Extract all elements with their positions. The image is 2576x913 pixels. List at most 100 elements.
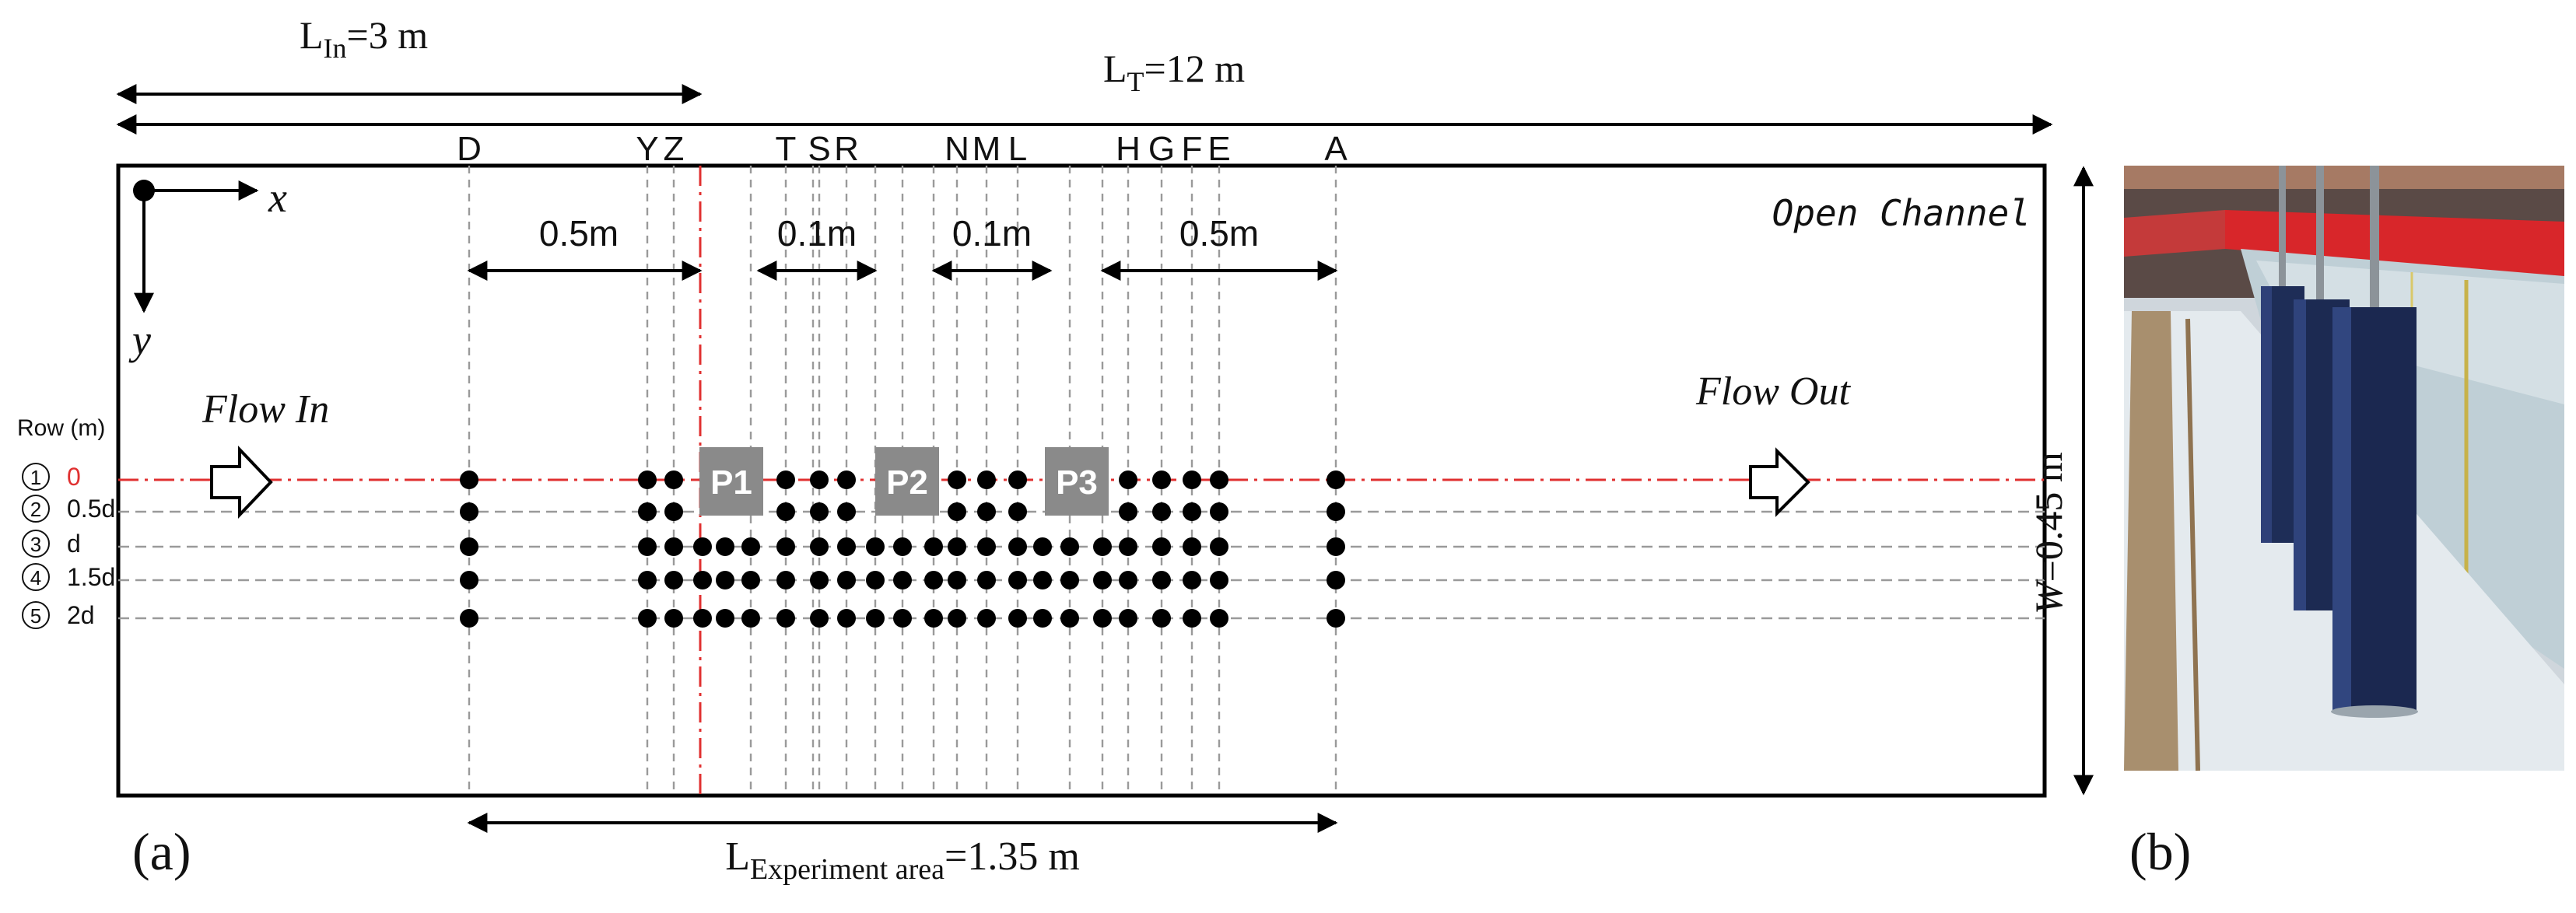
measurement-point [1210, 537, 1228, 556]
measurement-point [1152, 502, 1171, 521]
measurement-point [776, 537, 795, 556]
measurement-point [716, 609, 734, 628]
measurement-point [810, 571, 829, 589]
measurement-point [893, 571, 912, 589]
measurement-point [741, 537, 760, 556]
measurement-point [716, 571, 734, 589]
measurement-point [460, 502, 478, 521]
dim-exp-sub: Experiment area [750, 853, 945, 886]
measurement-point [1327, 609, 1345, 628]
measurement-point [810, 537, 829, 556]
measurement-point [1210, 502, 1228, 521]
channel-label: Open Channel [1772, 192, 2031, 234]
coordinate-axes: x y [128, 174, 287, 363]
measurement-point [1060, 609, 1079, 628]
measurement-point [948, 537, 966, 556]
measurement-point [1119, 571, 1137, 589]
svg-text:LT=12 m: LT=12 m [1103, 47, 1245, 97]
measurement-point [810, 470, 829, 489]
dim-width-symbol: W [2027, 579, 2070, 614]
dim-l-in-sub: In [324, 33, 347, 64]
measurement-point [837, 609, 856, 628]
measurement-point [1093, 609, 1112, 628]
row-number: 2 [30, 498, 41, 521]
measurement-point [664, 609, 683, 628]
measurement-point [977, 609, 996, 628]
measurement-point [1119, 502, 1137, 521]
measurement-point [693, 609, 712, 628]
measurement-point [1008, 609, 1027, 628]
measurement-point [1183, 537, 1201, 556]
measurement-point [1033, 571, 1052, 589]
measurement-point [460, 609, 478, 628]
spacing-label-1: 0.5m [539, 213, 619, 254]
measurement-point [638, 609, 657, 628]
pier-block [1045, 447, 1109, 516]
svg-text:LIn=3 m: LIn=3 m [300, 13, 428, 64]
measurement-point [460, 571, 478, 589]
spacing-label-3: 0.1m [952, 213, 1032, 254]
row-number-circle [22, 563, 50, 591]
section-letter: G [1148, 130, 1175, 168]
measurement-point [1119, 470, 1137, 489]
flow-out-arrow-icon [1749, 447, 1810, 517]
measurement-point [1210, 609, 1228, 628]
section-letter: A [1324, 130, 1348, 168]
section-letter: D [457, 130, 482, 168]
measurement-point [776, 502, 795, 521]
measurement-point [977, 470, 996, 489]
measurement-point [977, 502, 996, 521]
measurement-point [924, 537, 943, 556]
measurement-point [1008, 537, 1027, 556]
row-label: d [67, 530, 81, 558]
pier-block [699, 447, 763, 516]
measurement-point [810, 609, 829, 628]
measurement-point [460, 470, 478, 489]
spacing-label-2: 0.1m [777, 213, 857, 254]
svg-text:LExperiment area=1.35 m: LExperiment area=1.35 m [725, 834, 1080, 886]
dim-experiment-area: LExperiment area=1.35 m [467, 813, 1338, 886]
measurement-point [810, 502, 829, 521]
measurement-point [924, 571, 943, 589]
pier-label: P3 [1056, 463, 1098, 502]
measurement-point [1060, 571, 1079, 589]
measurement-point [1152, 609, 1171, 628]
dim-l-t-sub: T [1127, 66, 1144, 97]
measurement-point [1033, 537, 1052, 556]
measurement-point [1210, 571, 1228, 589]
measurement-point [948, 470, 966, 489]
section-letter: M [973, 130, 1001, 168]
row-number-circle [22, 601, 50, 629]
measurement-point [638, 537, 657, 556]
row-label: 1.5d [67, 563, 115, 591]
measurement-point [776, 609, 795, 628]
section-letter: Z [664, 130, 685, 168]
section-letter: N [945, 130, 969, 168]
measurement-point [837, 470, 856, 489]
measurement-point [948, 502, 966, 521]
measurement-point [1093, 537, 1112, 556]
flow-in-label: Flow In [202, 387, 329, 432]
panel-label-a: (a) [132, 822, 191, 881]
row-number: 3 [30, 533, 41, 556]
measurement-point [638, 470, 657, 489]
measurement-point [893, 537, 912, 556]
section-letter: S [808, 130, 830, 168]
measurement-point [693, 537, 712, 556]
measurement-point [741, 571, 760, 589]
dim-width: W=0.45 m [2027, 166, 2094, 796]
measurement-point [866, 609, 885, 628]
measurement-point [1008, 502, 1027, 521]
measurement-point [1033, 609, 1052, 628]
measurement-point [1183, 571, 1201, 589]
x-axis-label: x [268, 174, 287, 221]
flume-photo [2124, 166, 2564, 771]
measurement-point [1183, 609, 1201, 628]
panel-label-b: (b) [2129, 822, 2191, 881]
svg-text:W=0.45 m: W=0.45 m [2027, 452, 2070, 614]
measurement-point [1060, 537, 1079, 556]
spacing-dimensions: 0.5m 0.1m 0.1m 0.5m [467, 213, 1338, 281]
measurement-point [1152, 537, 1171, 556]
section-letter: T [776, 130, 797, 168]
section-letter: L [1008, 130, 1027, 168]
